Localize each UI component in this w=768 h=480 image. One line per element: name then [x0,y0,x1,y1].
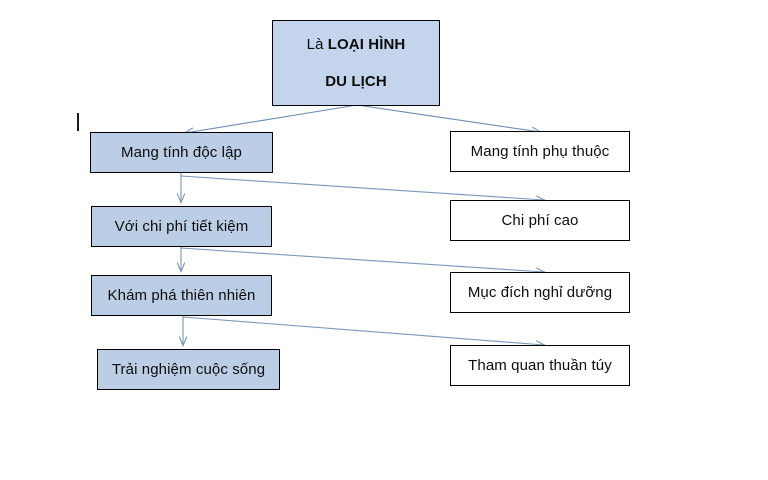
node-right-3[interactable]: Mục đích nghỉ dưỡng [450,272,630,313]
node-left-4[interactable]: Trải nghiệm cuộc sống [97,349,280,390]
node-root[interactable]: Là LOẠI HÌNH DU LỊCH [272,20,440,106]
node-left-3-label: Khám phá thiên nhiên [107,286,256,304]
connector-left-1-to-right-2 [180,175,544,200]
text-caret [77,113,79,131]
node-root-emphasis: LOẠI HÌNH [327,36,406,54]
connector-left-2-to-right-3 [180,247,544,272]
node-right-1[interactable]: Mang tính phụ thuộc [450,131,630,172]
node-left-3[interactable]: Khám phá thiên nhiên [91,275,272,316]
node-root-line-1: Là LOẠI HÌNH [307,33,406,56]
connector-root-to-left-1 [185,104,358,133]
node-left-1[interactable]: Mang tính độc lập [90,132,273,173]
node-left-4-label: Trải nghiệm cuộc sống [111,360,266,378]
connector-left-3-to-right-4 [182,316,544,345]
node-right-2[interactable]: Chi phí cao [450,200,630,241]
node-left-2[interactable]: Với chi phí tiết kiệm [91,206,272,247]
node-right-4-label: Tham quan thuần túy [468,356,612,374]
node-right-3-label: Mục đích nghỉ dưỡng [467,283,613,301]
node-right-4[interactable]: Tham quan thuần túy [450,345,630,386]
node-root-line-2: DU LỊCH [325,72,387,90]
node-left-2-label: Với chi phí tiết kiệm [114,217,249,235]
node-right-1-label: Mang tính phụ thuộc [470,142,610,160]
node-left-1-label: Mang tính độc lập [121,143,242,161]
node-right-2-label: Chi phí cao [501,211,579,229]
node-root-prefix: Là [306,36,328,54]
connector-root-to-right-1 [356,104,540,132]
